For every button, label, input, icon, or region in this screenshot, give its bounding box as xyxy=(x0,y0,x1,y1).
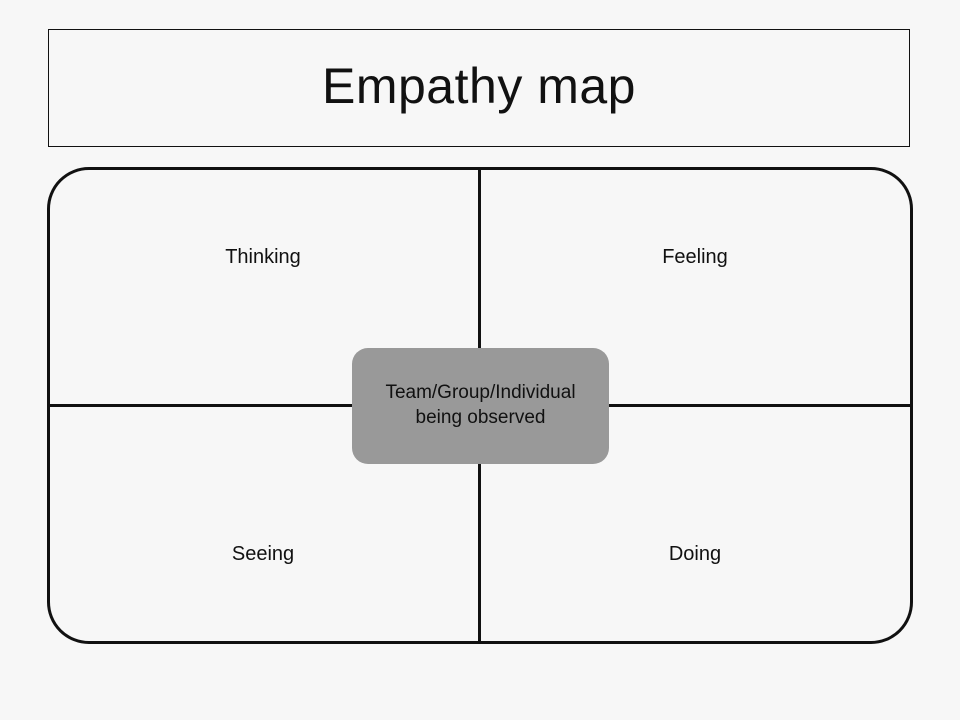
center-subject-line-1: Team/Group/Individual xyxy=(385,382,576,404)
center-subject-box: Team/Group/Individual being observed xyxy=(352,348,609,464)
quadrant-seeing-label: Seeing xyxy=(231,543,295,565)
center-subject-line-2: being observed xyxy=(415,407,546,428)
quadrant-feeling-label: Feeling xyxy=(662,246,728,268)
diagram-title: Empathy map xyxy=(322,58,636,114)
quadrant-doing-label: Doing xyxy=(668,543,722,565)
quadrant-thinking-label: Thinking xyxy=(225,246,301,268)
title-box: Empathy map xyxy=(48,29,910,147)
